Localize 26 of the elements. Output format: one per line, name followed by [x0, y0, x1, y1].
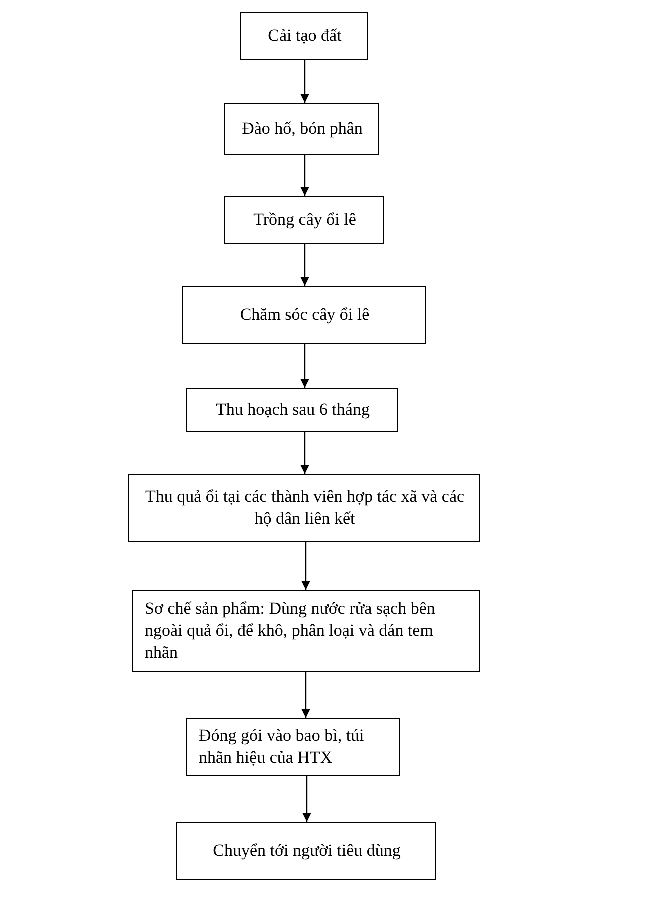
- process-box: [182, 286, 426, 344]
- step-text: Chăm sóc cây ổi lê: [240, 304, 370, 326]
- process-box: [176, 822, 436, 880]
- arrow: [300, 155, 310, 196]
- process-box: [128, 474, 480, 542]
- arrow: [300, 432, 310, 474]
- process-box: [240, 12, 368, 60]
- arrow: [300, 244, 310, 286]
- process-box: [224, 196, 384, 244]
- arrow: [302, 672, 310, 718]
- process-box: [224, 103, 379, 155]
- step-text: Đóng gói vào bao bì, túi nhãn hiệu của HTX: [199, 725, 366, 769]
- step-text: Sơ chế sản phẩm: Dùng nước rửa sạch bên ngoài quả ổi, để khô, phân loại và dán tem nhãn: [145, 598, 436, 664]
- step-text: Cải tạo đất: [268, 25, 342, 47]
- arrow: [300, 60, 310, 103]
- arrow: [302, 542, 310, 590]
- step-text: Đào hố, bón phân: [242, 118, 363, 140]
- step-text: Thu hoạch sau 6 tháng: [216, 399, 370, 421]
- process-box: [186, 388, 398, 432]
- process-box: [186, 718, 400, 776]
- step-text: Trồng cây ổi lê: [254, 209, 356, 231]
- process-box: [132, 590, 480, 672]
- arrow: [302, 776, 312, 822]
- step-text: Chuyển tới người tiêu dùng: [213, 840, 401, 862]
- arrow: [300, 344, 310, 388]
- step-text: Thu quả ổi tại các thành viên hợp tác xã và các hộ dân liên kết: [144, 486, 466, 530]
